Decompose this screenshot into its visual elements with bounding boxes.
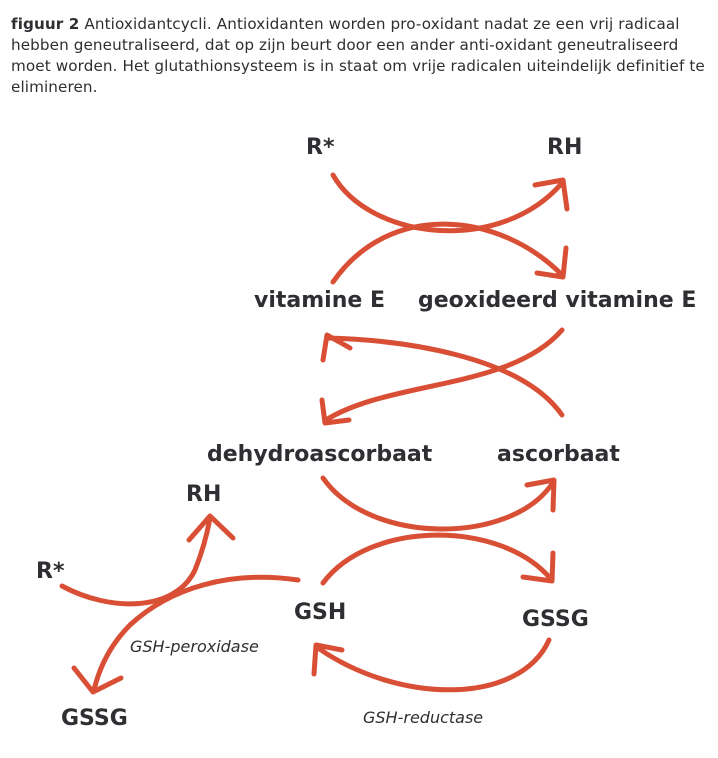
- arrowhead-vitamine-e: [320, 332, 353, 363]
- enzyme-gsh-reductase: GSH-reductase: [363, 708, 484, 727]
- arrowhead-ascorbaat: [524, 477, 557, 513]
- figure-caption: figuur 2 Antioxidantcycli. Antioxidanten…: [11, 14, 711, 98]
- arrow-gssg-to-gsh: [315, 637, 552, 693]
- arrowhead-rh-left: [186, 513, 236, 543]
- label-geoxideerd-vitamine-e: geoxideerd vitamine E: [418, 288, 697, 313]
- label-gsh: GSH: [294, 600, 347, 625]
- arrow-to-vitamine-e: [325, 335, 565, 418]
- caption-text: Antioxidantcycli. Antioxidanten worden p…: [11, 15, 705, 96]
- label-r-star-left: R*: [36, 559, 65, 584]
- arrow-to-ascorbaat: [320, 475, 555, 532]
- label-gssg-left: GSSG: [61, 706, 128, 731]
- label-r-star-top: R*: [306, 135, 335, 160]
- caption-label: figuur 2: [11, 15, 80, 33]
- arrow-vitE-to-geoxVitE: [330, 221, 565, 285]
- enzyme-gsh-peroxidase: GSH-peroxidase: [130, 637, 259, 656]
- arrowhead-gssg-left: [71, 665, 124, 695]
- arrow-gsh-to-gssg: [320, 532, 553, 586]
- label-gssg-right: GSSG: [522, 607, 589, 632]
- arrow-rstar-to-rh: [330, 172, 565, 234]
- label-vitamine-e: vitamine E: [254, 288, 385, 313]
- label-ascorbaat: ascorbaat: [497, 442, 620, 467]
- arrow-to-dehydroascorbaat: [323, 327, 565, 423]
- label-rh-left: RH: [186, 482, 222, 507]
- label-rh-top: RH: [547, 135, 583, 160]
- arrowhead-dehydroascorbaat: [319, 397, 352, 426]
- arrowhead-gsh: [311, 642, 345, 677]
- arrow-gsh-to-gssg-left: [91, 574, 301, 693]
- arrowhead-geox-vitE: [534, 245, 569, 280]
- arrowhead-rh-top: [532, 177, 570, 212]
- arrow-rstar-left: [59, 515, 213, 607]
- label-dehydroascorbaat: dehydroascorbaat: [207, 442, 433, 467]
- arrowhead-gssg-right: [520, 550, 556, 584]
